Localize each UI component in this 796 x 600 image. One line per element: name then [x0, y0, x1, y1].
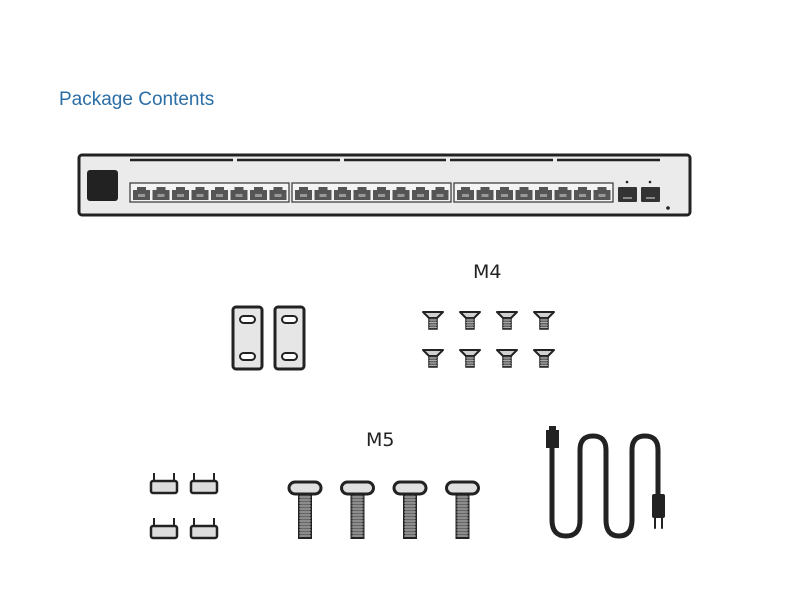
rj45-port [353, 187, 371, 200]
m4-screw [422, 311, 444, 330]
rj45-port [535, 187, 552, 200]
sfp-port [641, 180, 660, 202]
m5-label: M5 [366, 429, 395, 451]
m5-screw [445, 480, 480, 539]
m4-label: M4 [473, 261, 502, 283]
rj45-port [152, 187, 170, 200]
cage-nut [189, 473, 219, 495]
m4-screw [533, 349, 555, 368]
rack-bracket [273, 305, 306, 371]
rj45-port [211, 187, 228, 200]
rj45-port [392, 187, 410, 200]
rj45-port [496, 187, 513, 200]
rj45-port [574, 187, 591, 200]
rj45-port [515, 187, 533, 200]
rack-brackets [231, 305, 306, 371]
rj45-port [295, 187, 312, 200]
rj45-port [314, 187, 332, 200]
rj45-port [269, 187, 287, 200]
rj45-port [133, 187, 150, 200]
m4-screw [496, 349, 518, 368]
rj45-port [373, 187, 390, 200]
rj45-port [250, 187, 267, 200]
m4-screw [422, 349, 444, 368]
rj45-port [593, 187, 611, 200]
m4-screw [496, 311, 518, 330]
rj45-port [191, 187, 209, 200]
rj45-port [172, 187, 189, 200]
rj45-port [334, 187, 351, 200]
port-group [453, 182, 614, 203]
cage-nut [189, 518, 219, 540]
switch-illustration [77, 153, 692, 217]
port-group [129, 182, 290, 203]
m4-screw [459, 311, 481, 330]
m5-screw [392, 480, 428, 539]
port-group [291, 182, 452, 203]
rj45-port [457, 187, 474, 200]
m4-screw [459, 349, 481, 368]
m5-screw [340, 480, 375, 539]
rj45-port [431, 187, 449, 200]
m5-screw [287, 480, 323, 539]
rj45-port [476, 187, 494, 200]
console-port [87, 170, 118, 201]
m4-screw [533, 311, 555, 330]
section-title: Package Contents [59, 89, 215, 110]
cage-nut [149, 518, 179, 540]
power-cord [546, 426, 665, 539]
sfp-port [618, 180, 637, 202]
rj45-port [230, 187, 248, 200]
rj45-port [554, 187, 572, 200]
reset-hole [666, 206, 670, 210]
rj45-port [412, 187, 429, 200]
cage-nut [149, 473, 179, 495]
rack-bracket [231, 305, 264, 371]
